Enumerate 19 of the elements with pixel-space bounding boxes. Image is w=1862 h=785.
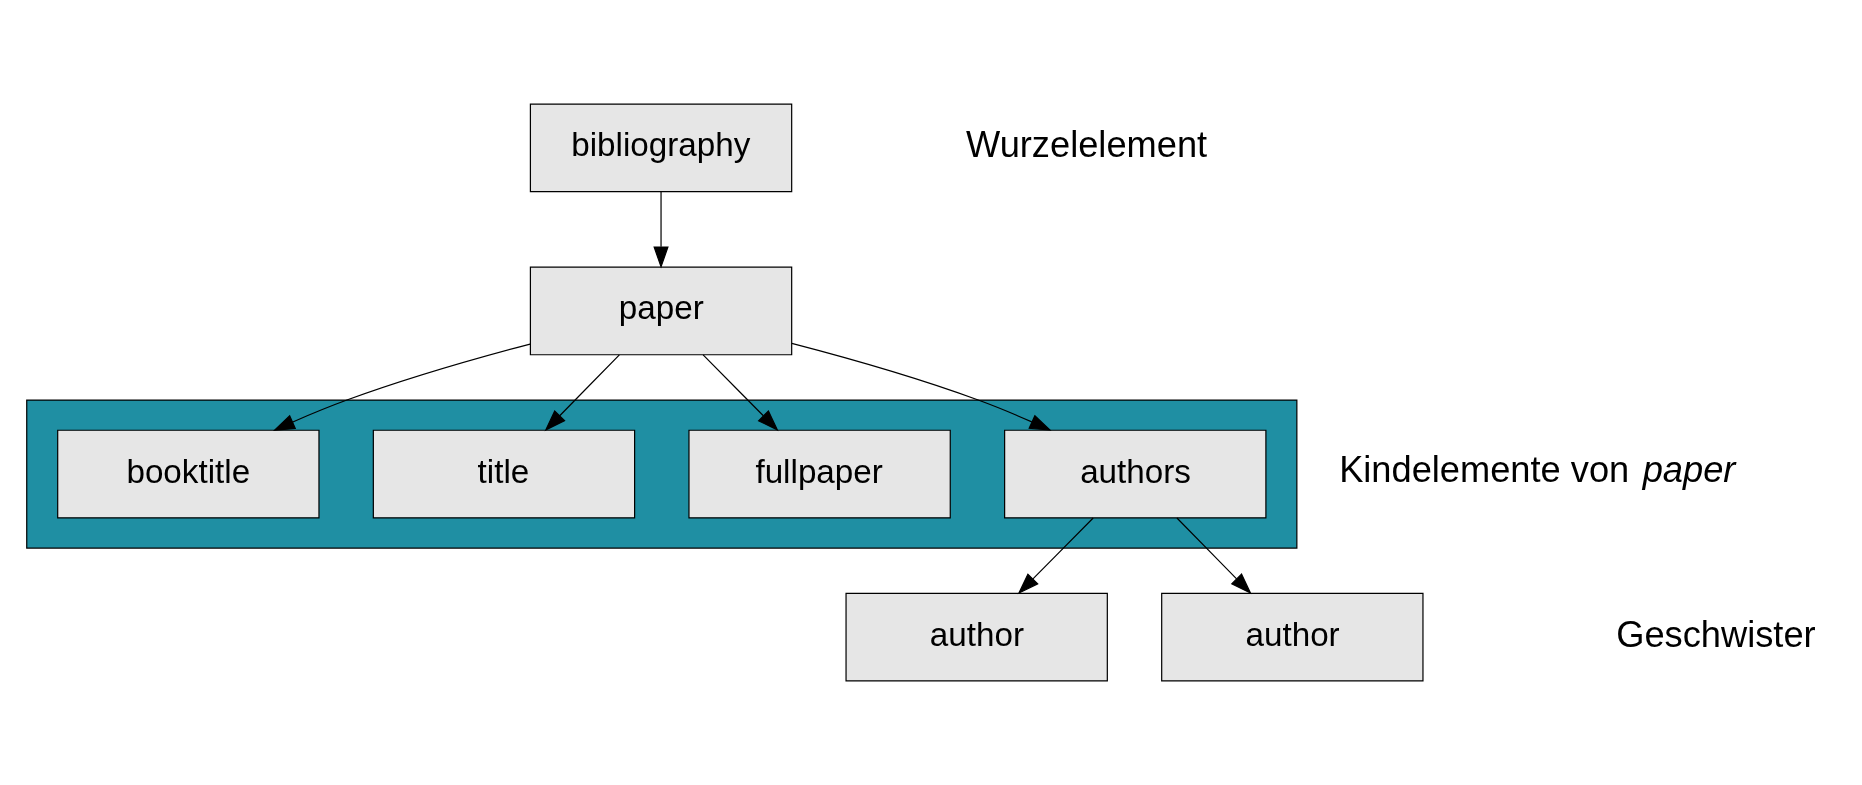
arrow <box>791 342 1052 431</box>
node-box: fullpaper <box>688 429 951 519</box>
node-box: bibliography <box>529 103 793 193</box>
node-box: paper <box>529 266 793 356</box>
node-box: authors <box>1004 429 1267 519</box>
arrow <box>1017 517 1094 595</box>
label: Geschwister <box>1616 613 1816 655</box>
label: Kindelemente von paper <box>1339 448 1736 490</box>
label: Wurzelelement <box>966 124 1208 166</box>
node-box: title <box>372 429 636 519</box>
arrow <box>544 354 620 432</box>
arrow <box>653 191 669 269</box>
node-box: author <box>1161 592 1424 682</box>
node-box: booktitle <box>57 429 320 519</box>
arrow <box>272 343 531 431</box>
arrow <box>1176 517 1252 595</box>
cluster <box>26 399 1298 549</box>
node-box: author <box>845 592 1108 682</box>
arrow <box>702 354 779 432</box>
